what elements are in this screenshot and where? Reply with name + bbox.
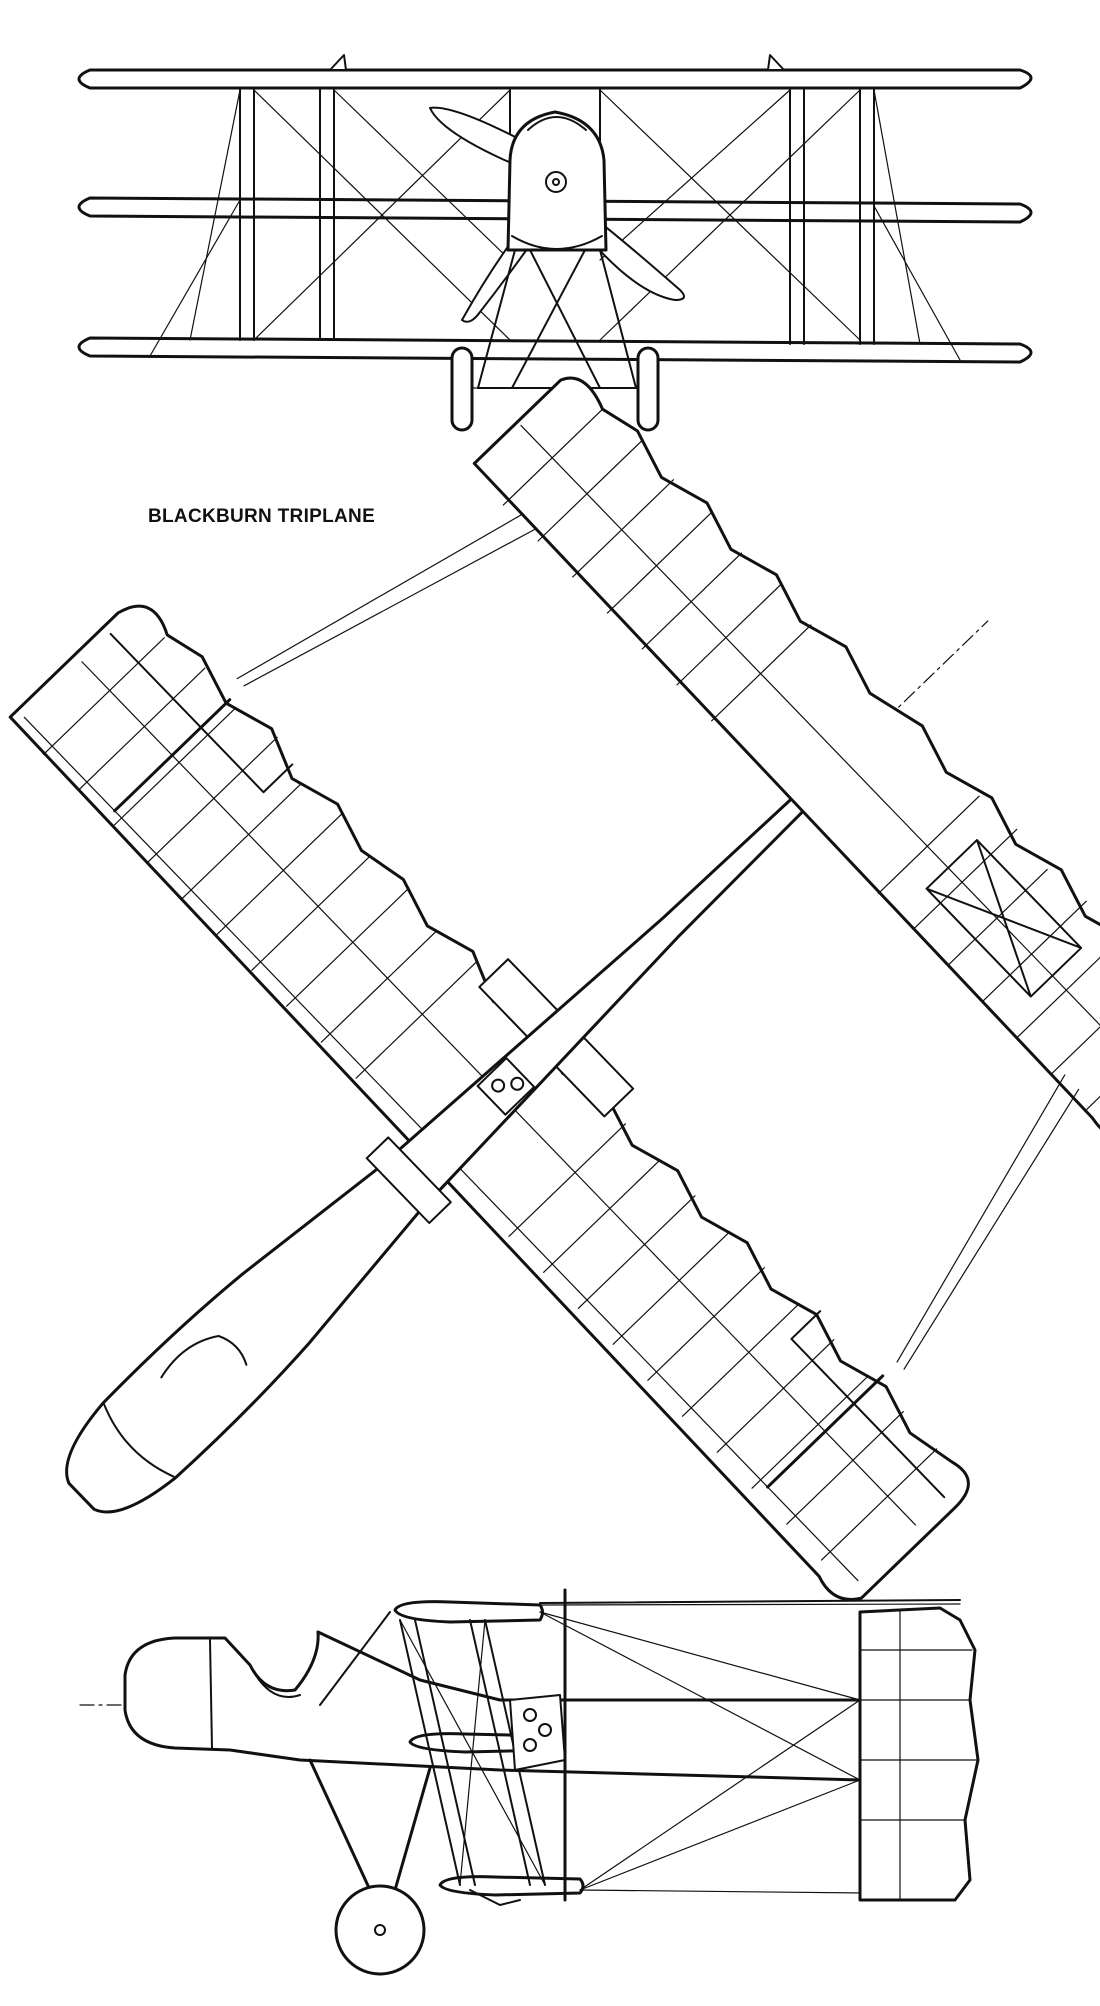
front-cowl-base xyxy=(511,235,603,250)
side-wheel xyxy=(334,1884,426,1976)
plan-strut-lower xyxy=(766,1374,885,1489)
plan-tail-ribs xyxy=(502,408,1100,1110)
plan-engine-mount xyxy=(476,1057,536,1116)
side-rudder xyxy=(858,1606,980,1902)
side-top-spar xyxy=(539,1599,961,1604)
side-engine-cylinders xyxy=(523,1708,552,1752)
drawing-title: BLACKBURN TRIPLANE xyxy=(148,506,376,527)
side-tail-skid xyxy=(469,1889,521,1906)
plan-cockpit xyxy=(160,1334,248,1379)
front-tip-fin-right xyxy=(767,54,785,71)
front-bracing-wires xyxy=(149,89,961,361)
side-engine xyxy=(509,1694,566,1771)
plan-engine-cyl-2 xyxy=(510,1076,525,1091)
front-wheel-right xyxy=(636,346,660,432)
side-fuselage xyxy=(123,1630,862,1782)
plan-tail-bracing xyxy=(236,513,1080,1370)
front-cowl-top xyxy=(527,116,587,131)
plan-strut-upper xyxy=(113,698,232,813)
plan-elevator-frame xyxy=(925,839,1083,998)
side-cockpit xyxy=(249,1664,301,1698)
plan-engine-cyl-1 xyxy=(491,1078,506,1093)
side-lower-wing xyxy=(438,1875,585,1897)
front-tip-fin-left xyxy=(329,54,347,71)
side-wheel-hub xyxy=(374,1924,386,1936)
side-upper-wing xyxy=(393,1600,544,1624)
plan-aileron-lower xyxy=(790,1310,946,1499)
side-view xyxy=(79,1588,980,1976)
front-view xyxy=(77,54,1033,432)
side-rudder-ribs xyxy=(859,1609,977,1901)
front-spinner-hub xyxy=(552,178,560,186)
front-upper-wing xyxy=(77,68,1033,90)
front-spinner xyxy=(545,171,567,193)
plan-cowl-line xyxy=(103,1403,175,1478)
plan-cabane xyxy=(365,1136,452,1224)
side-cowl-line xyxy=(209,1639,213,1749)
side-undercarriage xyxy=(308,1758,432,1892)
plan-aileron-upper xyxy=(109,632,294,794)
front-wheel-left xyxy=(450,346,474,432)
front-lower-wing xyxy=(77,336,1033,364)
plan-view xyxy=(8,376,1100,1601)
front-propeller-lower-left xyxy=(461,229,531,323)
